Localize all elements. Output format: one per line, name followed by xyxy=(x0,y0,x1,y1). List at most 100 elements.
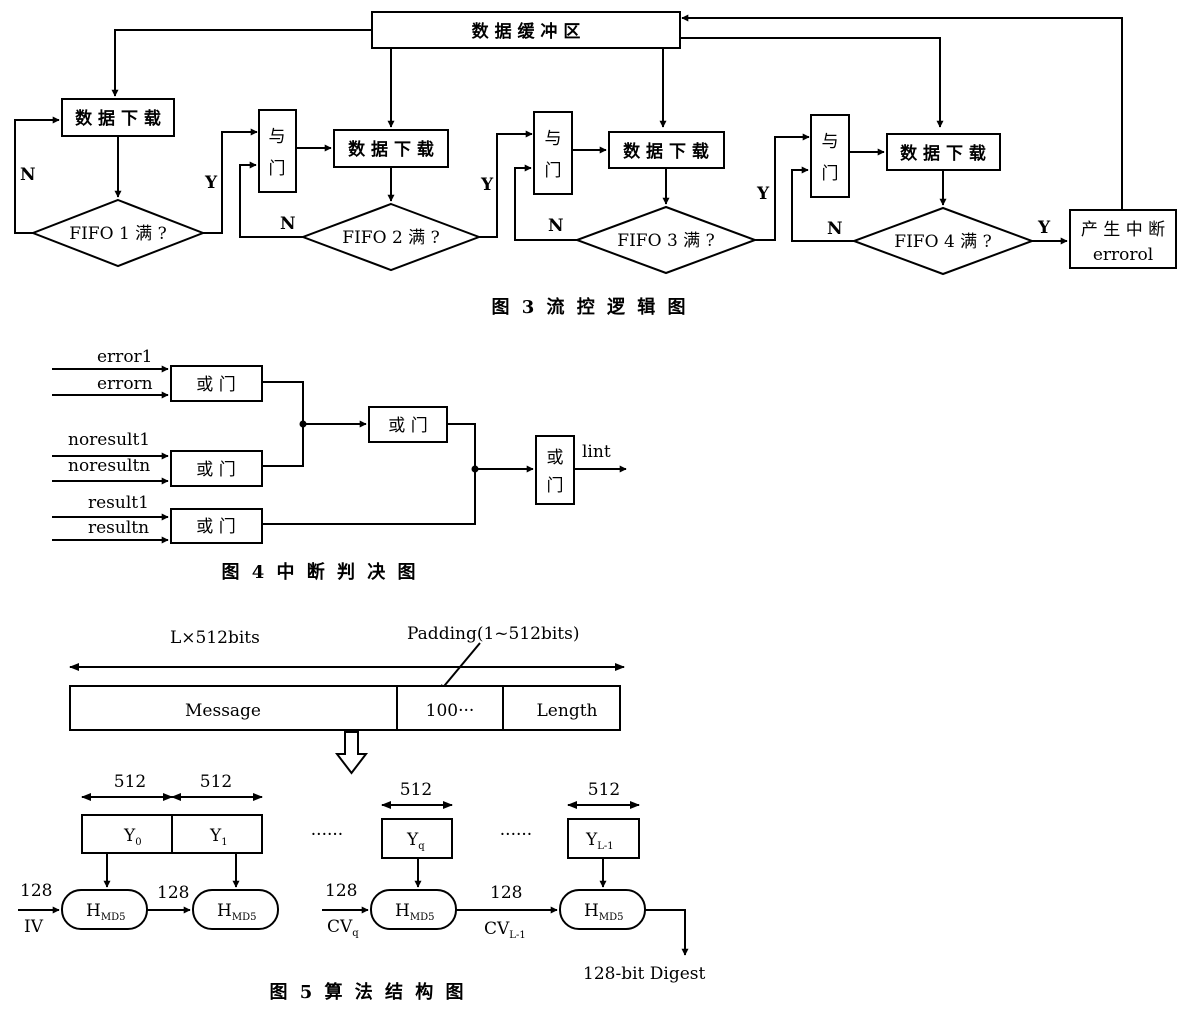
block-yq xyxy=(381,818,453,859)
md5-h-2-label: HMD5 xyxy=(217,901,256,923)
fifo-4-decision xyxy=(851,206,1035,276)
figure-4-interrupt-decision: error1 errorn 或 门 noresult1 noresultn 或 … xyxy=(52,347,627,583)
or-gate-5-label-top: 或 xyxy=(547,448,564,468)
fifo-4-no-label: N xyxy=(827,219,843,239)
input-result1: result1 xyxy=(88,493,149,513)
fifo-3-no-label: N xyxy=(548,216,564,236)
or-1-or-2-merge xyxy=(262,381,304,467)
fifo-3-label: FIFO 3 满 ? xyxy=(617,231,714,251)
input-noresult1: noresult1 xyxy=(68,430,150,450)
fifo-3-yes-label: Y xyxy=(756,184,770,204)
block-yl xyxy=(567,818,640,859)
md5-h-q xyxy=(370,889,457,930)
or-gate-1-label: 或 门 xyxy=(196,375,235,395)
ellipsis-2: ······ xyxy=(500,825,532,845)
y0-label: Y0 xyxy=(123,826,142,848)
padding-value-label: 100··· xyxy=(426,701,475,721)
fifo-1-yes-label: Y xyxy=(204,173,218,193)
fifo-3-no-loop xyxy=(514,164,577,241)
yl-label: YL-1 xyxy=(585,830,614,852)
download-box-3 xyxy=(608,131,725,169)
fifo-4-yes-label: Y xyxy=(1037,218,1051,238)
down-hollow-arrow-icon xyxy=(334,731,369,775)
interrupt-to-buffer-arrow xyxy=(681,14,1123,210)
or-gate-4-label: 或 门 xyxy=(388,416,427,436)
figure-4-caption: 图 4 中 断 判 决 图 xyxy=(221,561,418,583)
input-errorn: errorn xyxy=(97,374,153,394)
download-box-1 xyxy=(61,98,175,137)
buffer-to-download-1-arrow xyxy=(111,29,372,97)
cvq-width-label: 128 xyxy=(325,881,357,901)
and-gate-2 xyxy=(533,111,573,195)
block-size-1: 512 xyxy=(114,772,146,792)
total-bits-label: L×512bits xyxy=(170,628,260,648)
or-gate-4 xyxy=(368,406,448,443)
message-bar xyxy=(69,685,621,731)
download-label-1: 数 据 下 载 xyxy=(75,108,161,129)
fifo-1-label: FIFO 1 满 ? xyxy=(69,224,166,244)
padding-pointer-arrow xyxy=(439,642,481,692)
fifo-1-no-label: N xyxy=(20,165,36,185)
or-gate-1 xyxy=(170,365,263,402)
interrupt-box xyxy=(1069,209,1177,269)
fifo-1-yes-arrow xyxy=(203,128,258,234)
hq-hl-width-label: 128 xyxy=(490,883,522,903)
or-gate-2-label: 或 门 xyxy=(196,460,235,480)
md5-h-l-label: HMD5 xyxy=(584,901,623,923)
buffer-to-download-4-arrow xyxy=(680,37,944,128)
download-label-2: 数 据 下 载 xyxy=(348,139,434,160)
fifo-2-decision xyxy=(300,202,482,272)
or-gate-3 xyxy=(170,508,263,544)
fifo-2-no-label: N xyxy=(280,214,296,234)
figure-5-md5-structure: L×512bits Padding(1~512bits) Message 100… xyxy=(18,624,705,1003)
download-box-4 xyxy=(886,133,1001,171)
or-gate-2 xyxy=(170,450,263,487)
input-noresultn: noresultn xyxy=(68,456,150,476)
fifo-3-yes-arrow xyxy=(755,133,810,241)
padding-label: Padding(1~512bits) xyxy=(407,624,580,644)
and-gate-3-label-bottom: 门 xyxy=(822,164,839,184)
iv-width-label: 128 xyxy=(20,881,52,901)
and-gate-1-label-bottom: 门 xyxy=(269,159,286,179)
length-label: Length xyxy=(537,701,598,721)
data-buffer-label: 数 据 缓 冲 区 xyxy=(472,21,581,42)
download-label-4: 数 据 下 载 xyxy=(900,143,986,164)
md5-h-1 xyxy=(61,889,148,930)
message-label: Message xyxy=(185,701,261,721)
or-gate-3-label: 或 门 xyxy=(196,517,235,537)
lint-label: lint xyxy=(582,442,611,462)
ellipsis-1: ······ xyxy=(311,825,343,845)
figure-3-flow-control: 数 据 缓 冲 区 数 据 下 载 FIFO 1 满 ? N Y 与 门 数 据… xyxy=(14,11,1177,318)
figure-5-caption: 图 5 算 法 结 构 图 xyxy=(269,981,466,1003)
md5-h-q-label: HMD5 xyxy=(395,901,434,923)
input-resultn: resultn xyxy=(88,518,149,538)
input-error1: error1 xyxy=(97,347,153,367)
cvq-label: CVq xyxy=(327,917,359,939)
and-gate-3 xyxy=(810,114,850,198)
y1-label: Y1 xyxy=(209,826,228,848)
fifo-2-yes-arrow xyxy=(479,130,533,238)
iv-label: IV xyxy=(24,917,44,937)
block-size-l: 512 xyxy=(588,780,620,800)
download-label-3: 数 据 下 载 xyxy=(623,141,709,162)
md5-h-2 xyxy=(192,889,279,930)
md5-h-1-label: HMD5 xyxy=(86,901,125,923)
figure-3-caption: 图 3 流 控 逻 辑 图 xyxy=(491,296,688,318)
fifo-1-decision xyxy=(30,198,206,268)
or-4-or-3-merge xyxy=(262,423,476,525)
md5-h-l xyxy=(559,889,646,930)
and-gate-1 xyxy=(258,109,297,193)
fifo-2-yes-label: Y xyxy=(480,175,494,195)
fifo-4-label: FIFO 4 满 ? xyxy=(894,232,991,252)
and-gate-2-label-top: 与 xyxy=(545,129,562,149)
errorol-label: errorol xyxy=(1093,245,1153,265)
fifo-3-decision xyxy=(574,205,758,275)
fifo-2-no-loop xyxy=(239,161,303,238)
fifo-2-label: FIFO 2 满 ? xyxy=(342,228,439,248)
fifo-4-no-loop xyxy=(791,166,854,242)
yq-label: Yq xyxy=(406,830,425,852)
and-gate-2-label-bottom: 门 xyxy=(545,161,562,181)
fifo-1-no-loop xyxy=(14,116,60,234)
block-size-2: 512 xyxy=(200,772,232,792)
